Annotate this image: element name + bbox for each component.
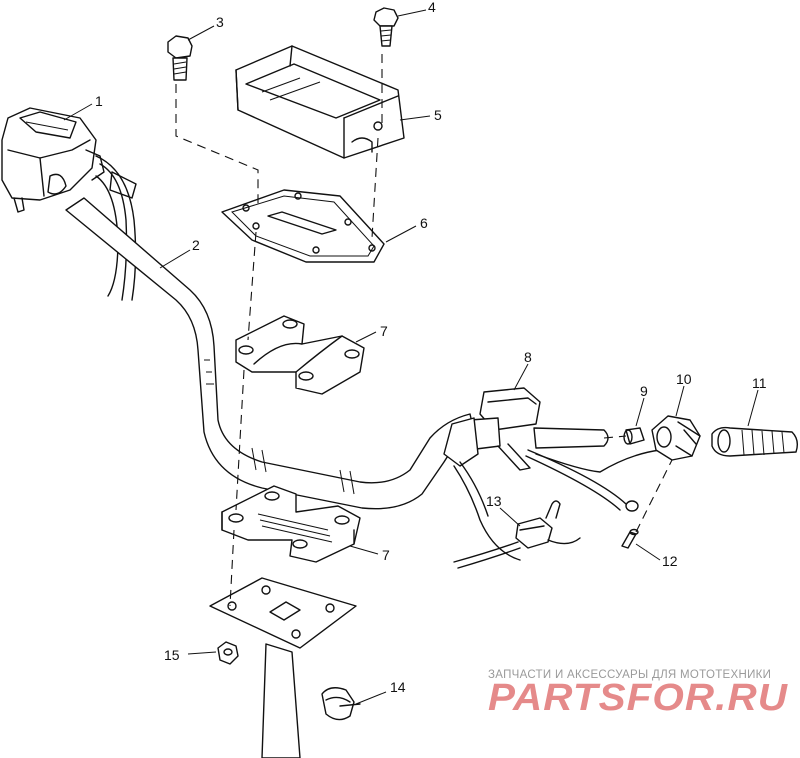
part-14-clamp [321,687,361,721]
part-3-bolt [167,35,193,81]
watermark-brand: PARTSFOR.RU [488,677,789,719]
callout-7-lower: 7 [382,547,390,563]
part-15-nut [217,641,239,665]
callout-10: 10 [676,371,692,387]
callout-9: 9 [640,383,648,399]
callout-11: 11 [752,375,767,391]
watermark: ЗАПЧАСТИ И АКСЕССУАРЫ ДЛЯ МОТОТЕХНИКИ PA… [488,669,789,719]
steering-column-plate [209,577,357,758]
part-10-switch-housing [651,415,701,461]
watermark-tagline: ЗАПЧАСТИ И АКСЕССУАРЫ ДЛЯ МОТОТЕХНИКИ [488,669,771,681]
part-9-bushing [623,427,645,445]
callout-6: 6 [420,215,428,231]
part-7-lower-clamp [221,485,361,563]
part-6-plate [221,189,385,263]
part-7-upper-clamp [235,315,365,395]
part-12-screw [621,528,639,549]
callout-7-upper: 7 [380,323,388,339]
callout-1: 1 [95,93,103,109]
callout-4: 4 [428,0,436,15]
callout-12: 12 [662,553,678,569]
callout-8: 8 [524,349,532,365]
callout-2: 2 [192,237,200,253]
part-1-throttle-housing [1,107,105,213]
callout-5: 5 [434,107,442,123]
leader-lines [63,9,759,705]
callout-13: 13 [486,493,502,509]
assembly-lines [175,54,673,607]
part-5-handlebar-cover [235,45,405,159]
callout-14: 14 [390,679,406,695]
part-11-grip [711,426,799,457]
part-4-bolt [373,7,399,47]
part-8-master-cylinder [443,387,609,471]
callout-labels: 1 2 3 4 5 6 7 7 8 9 10 11 12 13 14 15 [95,0,767,695]
part-13-connector [453,500,581,569]
callout-3: 3 [216,14,224,30]
callout-15: 15 [164,647,180,663]
